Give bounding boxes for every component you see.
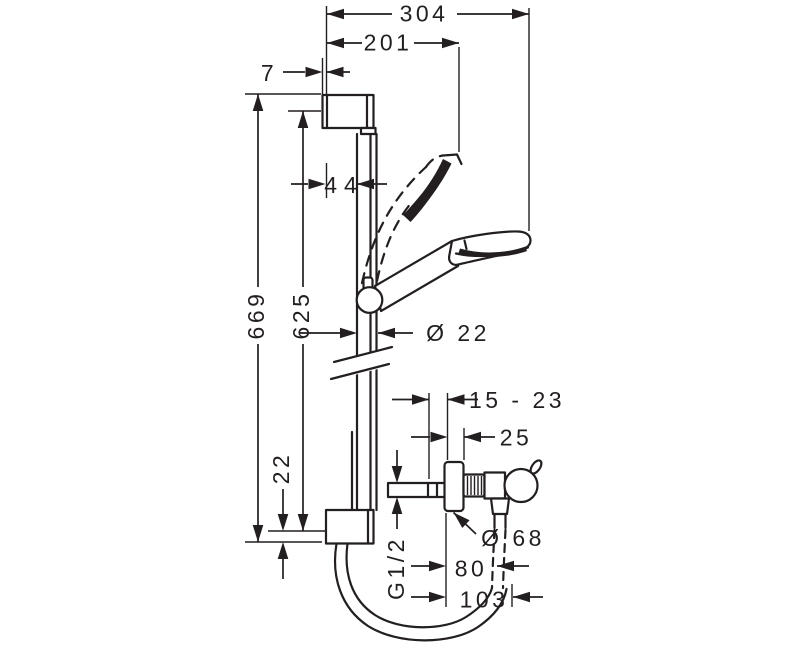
dim-valve-depth-label: 25 [500,425,533,451]
mixer-valve [386,459,543,530]
spray-mode-button [463,239,468,251]
rail-bottom-bracket [324,508,375,545]
slider-knob [355,286,384,314]
hand-shower-head [447,230,532,266]
shower-rail [321,93,394,545]
raised-head-cap [441,153,463,166]
dim-overall-width-label: 304 [400,1,449,27]
dimension-escutcheon-diameter: Ø 68 [449,508,545,551]
dimension-bar-height: 625 [288,111,314,531]
dim-hose-offset-label: 103 [460,587,509,613]
extension-lines [245,6,530,607]
dimension-thread-size: G1/2 [383,450,409,600]
hand-shower [373,230,532,313]
escutcheon [443,460,465,513]
dimension-hose-offset: 103 [411,587,543,613]
spray-face [458,246,527,258]
dim-bar-offset-label: 44 [324,172,364,198]
dimension-overall-height: 669 [243,94,269,542]
rail-top-bracket [321,93,377,136]
dimension-outlet-offset: 80 [411,556,529,582]
shower-hose [333,528,508,642]
dim-handshower-width-label: 201 [364,30,413,56]
dim-depth-range-label: 15 - 23 [469,387,565,413]
dim-bar-diameter-label: Ø 22 [426,320,490,346]
dimension-bar-diameter: Ø 22 [299,320,490,346]
dim-bar-height-label: 625 [288,291,314,340]
dimension-lower-offset: 22 [268,452,294,579]
raised-spray-face [403,159,452,222]
hand-shower-raised-position [360,153,463,285]
valve-body [483,471,507,500]
valve-handle [503,467,539,504]
hose-outlet [489,497,511,516]
dimension-overall-width: 304 [327,1,529,27]
dimension-bar-offset: 44 [291,172,387,198]
dim-lower-offset-label: 22 [268,452,294,485]
dim-overall-height-label: 669 [243,291,269,340]
dim-outlet-offset-label: 80 [455,556,488,582]
dimension-wall-gap: 7 [261,60,350,86]
hand-shower-handle [373,239,460,313]
dim-wall-gap-label: 7 [261,60,277,86]
dimension-depth-range: 15 - 23 [392,387,565,413]
dim-thread-size-label: G1/2 [383,536,409,600]
dim-escutcheon-diameter-label: Ø 68 [481,525,545,551]
rail-slider [355,276,384,314]
dimension-handshower-width: 201 [327,30,459,56]
dimension-valve-depth: 25 [411,425,533,451]
rail-break-symbol [329,345,394,381]
